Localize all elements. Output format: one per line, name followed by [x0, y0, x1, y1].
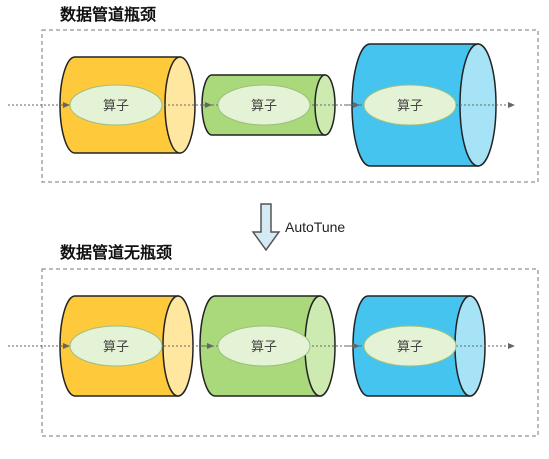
top-operator-3-label: 算子: [397, 99, 423, 114]
top-operator-2-label: 算子: [251, 99, 277, 114]
autotune-arrow-icon: [251, 203, 281, 252]
top-operator-1-label: 算子: [103, 99, 129, 114]
bottom-frame: [41, 268, 539, 437]
bottom-operator-3: 算子: [363, 325, 457, 367]
autotune-label: AutoTune: [285, 219, 345, 235]
top-title: 数据管道瓶颈: [60, 5, 156, 24]
top-frame: [41, 29, 539, 183]
bottom-operator-2-label: 算子: [251, 340, 277, 355]
bottom-operator-3-label: 算子: [397, 340, 423, 355]
bottom-operator-1: 算子: [69, 325, 163, 367]
bottom-operator-2: 算子: [217, 325, 311, 367]
top-operator-2: 算子: [217, 84, 311, 126]
top-operator-1: 算子: [69, 84, 163, 126]
bottom-title: 数据管道无瓶颈: [60, 243, 172, 262]
top-operator-3: 算子: [363, 84, 457, 126]
bottom-operator-1-label: 算子: [103, 340, 129, 355]
